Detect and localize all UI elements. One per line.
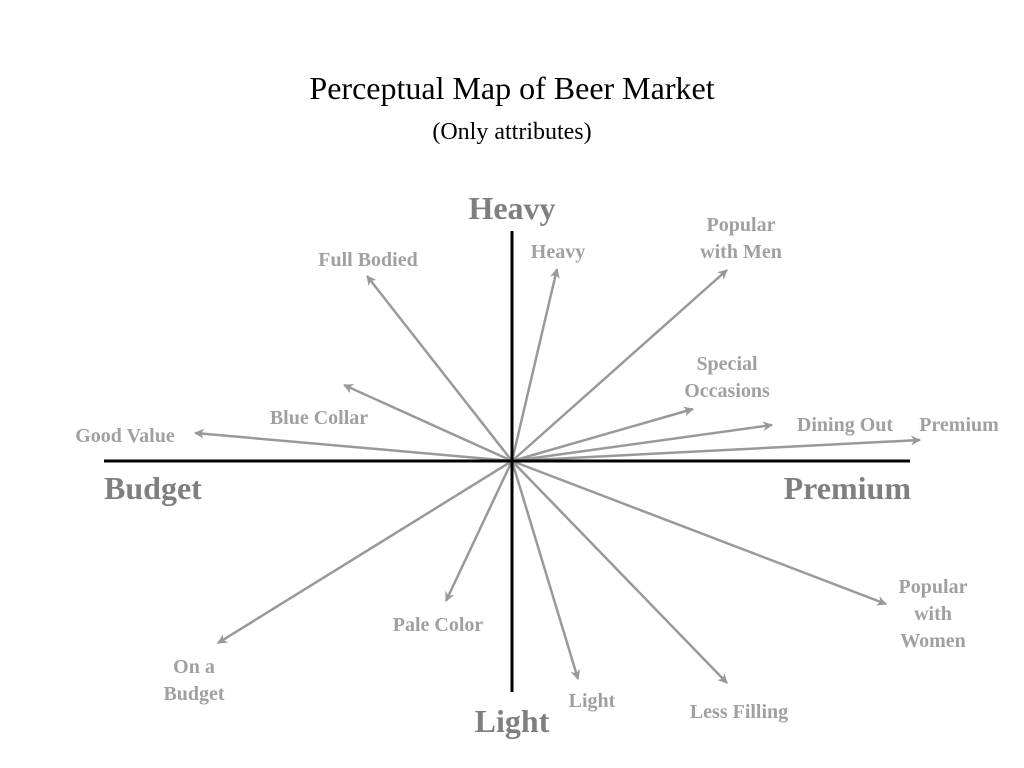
label-line: Budget	[163, 683, 224, 705]
label-line: Occasions	[684, 380, 770, 402]
label-line: with	[914, 603, 952, 625]
axis-label-premium: Premium	[784, 470, 912, 506]
label-blue-collar: Blue Collar	[270, 407, 368, 429]
label-line: Popular	[707, 214, 776, 236]
label-pale-color: Pale Color	[393, 614, 484, 636]
page-subtitle: (Only attributes)	[432, 119, 592, 145]
label-less-filling: Less Filling	[690, 701, 788, 723]
label-popular-with-men: Popular with Men	[700, 214, 782, 263]
label-line: Light	[569, 690, 616, 712]
label-line: Blue Collar	[270, 407, 368, 429]
vector-less-filling	[511, 460, 728, 684]
label-good-value: Good Value	[75, 425, 175, 447]
axis-label-heavy: Heavy	[468, 190, 555, 226]
page-title: Perceptual Map of Beer Market	[309, 70, 715, 106]
vector-dining-out	[511, 421, 773, 463]
label-line: with Men	[700, 241, 782, 263]
label-line: Pale Color	[393, 614, 484, 636]
label-on-a-budget: On a Budget	[163, 656, 224, 705]
axis-label-light: Light	[475, 703, 550, 739]
vector-premium	[511, 435, 921, 463]
label-line: Special	[696, 353, 758, 375]
label-line: Women	[900, 630, 966, 652]
attribute-vectors	[194, 268, 921, 684]
label-line: Dining Out	[797, 414, 893, 436]
label-line: On a	[173, 656, 215, 678]
label-line: Less Filling	[690, 701, 788, 723]
vector-pale-color	[444, 460, 514, 602]
vector-heavy	[510, 268, 560, 462]
vector-good-value	[194, 428, 513, 463]
label-line: Good Value	[75, 425, 175, 447]
vector-special-occasions	[511, 406, 694, 463]
label-premium: Premium	[919, 414, 999, 436]
label-line: Heavy	[531, 241, 585, 263]
vector-popular-with-men	[511, 269, 728, 462]
axis-label-budget: Budget	[104, 470, 202, 506]
vector-popular-with-women	[511, 459, 887, 606]
label-line: Full Bodied	[318, 249, 417, 271]
vector-blue-collar	[343, 383, 513, 463]
label-line: Popular	[899, 576, 968, 598]
label-light: Light	[569, 690, 616, 712]
label-dining-out: Dining Out	[797, 414, 893, 436]
label-full-bodied: Full Bodied	[318, 249, 417, 271]
label-heavy: Heavy	[531, 241, 585, 263]
vector-full-bodied	[366, 275, 513, 462]
label-line: Premium	[919, 414, 999, 436]
vector-light	[510, 460, 581, 680]
vector-on-a-budget	[217, 459, 513, 645]
